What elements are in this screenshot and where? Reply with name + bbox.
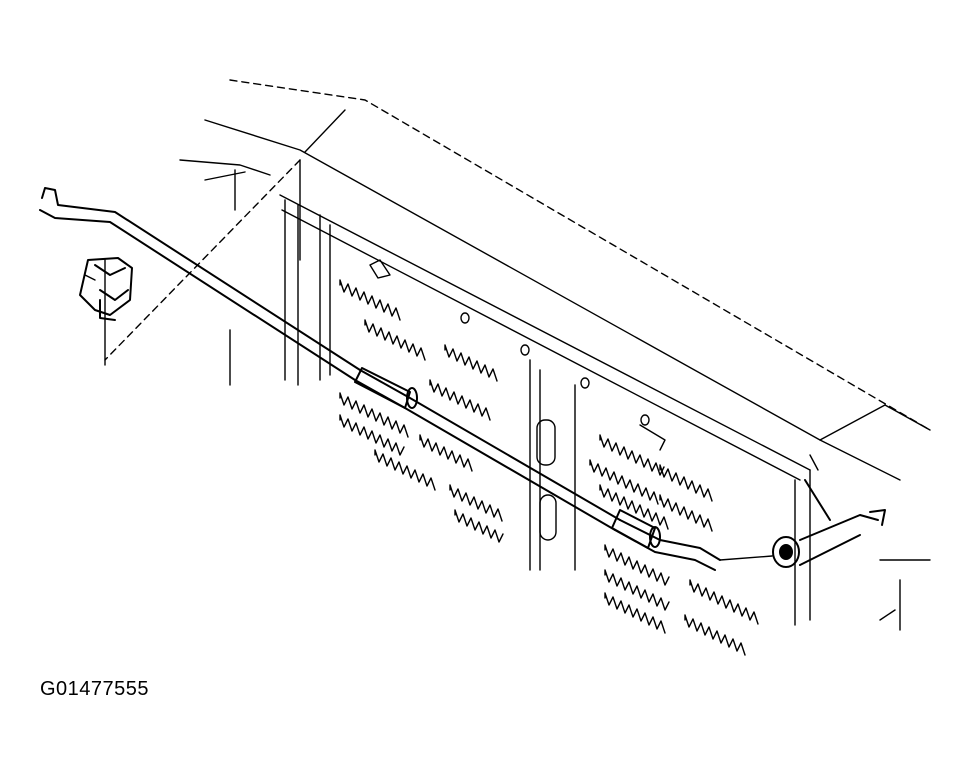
- cable-sleeve-1: [354, 367, 418, 409]
- grille-stroke: [684, 614, 746, 656]
- figure-id-label: G01477555: [40, 678, 150, 700]
- grille-stroke: [429, 379, 491, 421]
- cable: [39, 187, 773, 571]
- grille-stroke: [659, 494, 713, 532]
- grille-stroke: [374, 449, 436, 491]
- grille-stroke: [604, 569, 670, 611]
- grille-stroke: [449, 484, 503, 522]
- grille-stroke: [364, 319, 426, 361]
- grille-stroke: [604, 592, 666, 634]
- mounting-clip: [79, 257, 133, 321]
- grille-stroke: [599, 484, 669, 530]
- inner-panel: [279, 194, 931, 631]
- grille-stroke: [454, 509, 504, 543]
- grille-stroke: [419, 434, 473, 472]
- grille-stroke: [339, 279, 401, 321]
- grille-pattern: [339, 279, 759, 656]
- grille-stroke: [444, 344, 498, 382]
- grille-stroke: [689, 579, 759, 625]
- cable-sleeve-2: [611, 509, 661, 549]
- grille-stroke: [339, 414, 405, 456]
- grille-stroke: [339, 392, 409, 438]
- body-panel-outline: [104, 79, 931, 481]
- grille-stroke: [604, 544, 670, 586]
- grille-stroke: [659, 464, 713, 502]
- grille-stroke: [599, 434, 665, 476]
- end-fitting: [772, 454, 886, 568]
- grille-stroke: [589, 459, 659, 505]
